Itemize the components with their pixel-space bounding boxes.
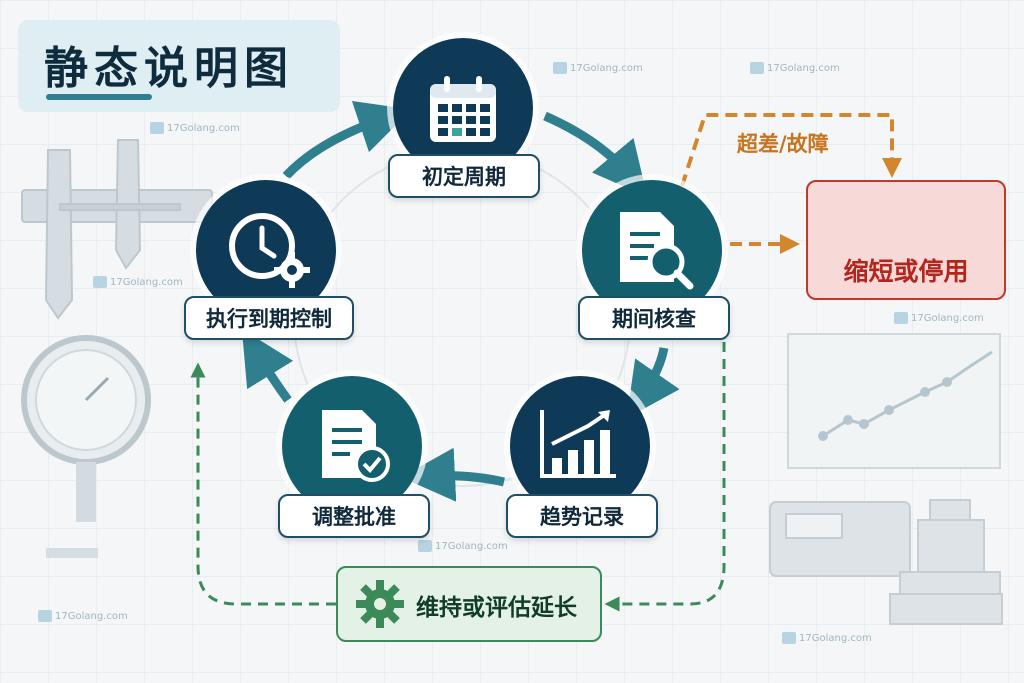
document-check-icon [322, 410, 390, 482]
cycle-arrow [282, 100, 412, 180]
watermark: 17Golang.com [782, 632, 872, 644]
trend-chart-illustration [787, 333, 1001, 469]
watermark: 17Golang.com [750, 62, 840, 74]
page-title: 静态说明图 [44, 43, 294, 94]
step-label-adjust-approve: 调整批准 [278, 494, 430, 538]
alert-action-label: 缩短或停用 [843, 257, 969, 286]
calendar-icon [430, 76, 496, 142]
watermark: 17Golang.com [894, 312, 984, 324]
bar-chart-trend-icon [540, 410, 616, 478]
instrument-illustration [769, 499, 1003, 625]
title-panel: 静态说明图 [18, 20, 340, 112]
watermark: 17Golang.com [38, 610, 128, 622]
maintain-label: 维持或评估延长 [416, 595, 577, 621]
watermark: 17Golang.com [418, 540, 508, 552]
maintain-arrow [190, 362, 336, 606]
exception-label: 超差/故障 [737, 132, 829, 156]
clock-gear-icon [229, 213, 310, 288]
document-search-icon [620, 212, 694, 290]
exception-arrow [680, 113, 902, 187]
step-node-circle [504, 370, 656, 522]
maintain-arrow [604, 342, 726, 612]
cycle-arrow [241, 329, 294, 403]
cycle-arrow [543, 111, 648, 197]
watermark: 17Golang.com [150, 122, 240, 134]
cycle-arrow [626, 347, 680, 419]
step-label-interim-check: 期间核查 [578, 296, 730, 340]
maintain-box: 维持或评估延长 [336, 566, 602, 642]
watermark: 17Golang.com [553, 62, 643, 74]
step-label-initial-period: 初定周期 [388, 154, 540, 198]
alert-box: 缩短或停用 [806, 180, 1006, 300]
step-label-trend-record: 趋势记录 [506, 494, 658, 538]
title-underline [46, 94, 152, 100]
gear-icon [356, 580, 404, 628]
watermark: 17Golang.com [93, 276, 183, 288]
step-label-due-control: 执行到期控制 [184, 296, 354, 340]
dial-gauge-illustration [21, 335, 151, 558]
cycle-arrow [401, 447, 506, 502]
